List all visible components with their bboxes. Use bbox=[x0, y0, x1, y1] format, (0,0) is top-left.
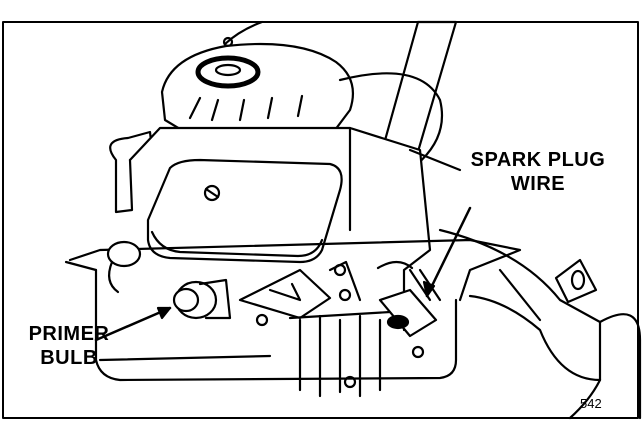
spark-plug-label-line2: WIRE bbox=[510, 173, 566, 195]
primer-label-line2: BULB bbox=[40, 347, 98, 369]
figure-number: 542 bbox=[580, 396, 602, 411]
cylinder-head bbox=[255, 310, 425, 398]
spark-plug-wire-label: SPARK PLUG WIRE bbox=[458, 148, 618, 196]
primer-bulb-label: PRIMER BULB bbox=[14, 322, 124, 370]
wheel-bracket bbox=[438, 228, 642, 420]
carburetor-linkage bbox=[238, 260, 362, 320]
blower-housing bbox=[160, 42, 354, 137]
throttle-cable bbox=[223, 20, 264, 46]
spark-plug-arrowhead bbox=[422, 280, 436, 298]
spark-plug-leader bbox=[425, 206, 472, 298]
primer-bulb-drawing bbox=[106, 240, 232, 320]
spark-plug-label-line1: SPARK PLUG bbox=[470, 149, 606, 171]
air-cleaner bbox=[146, 158, 343, 264]
primer-leader bbox=[94, 306, 172, 342]
primer-arrowhead bbox=[156, 306, 172, 320]
engine-base bbox=[64, 238, 522, 382]
primer-label-line1: PRIMER bbox=[28, 323, 110, 345]
